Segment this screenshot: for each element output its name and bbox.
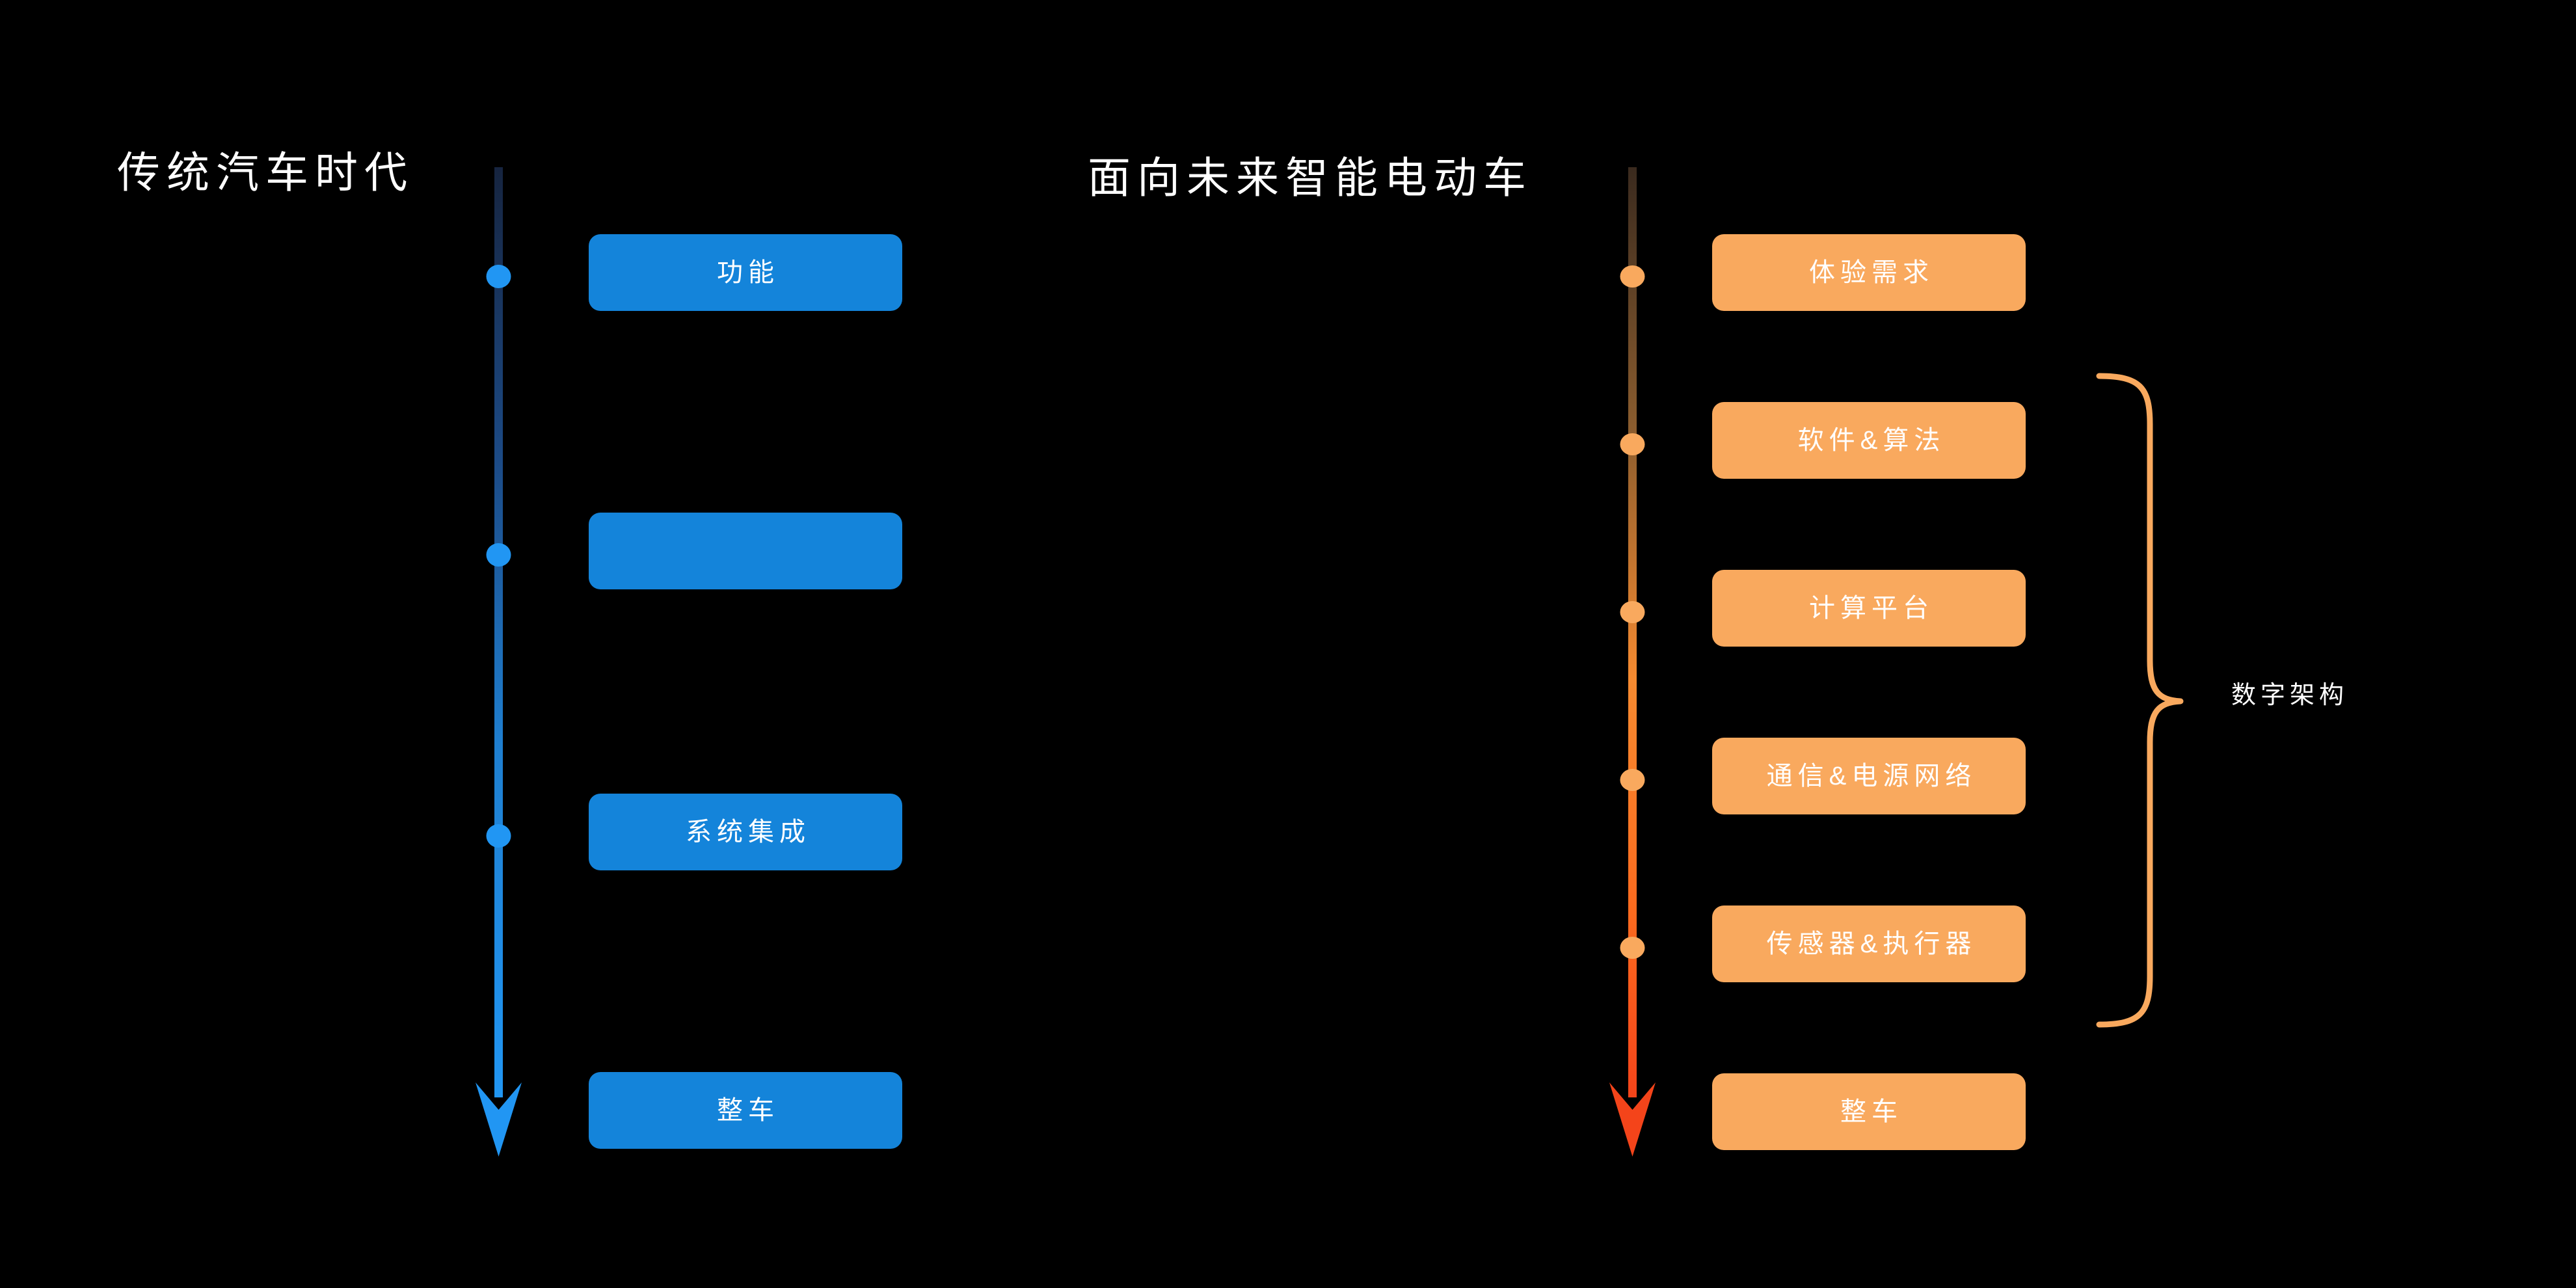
bracket-group-label: 数字架构: [2231, 682, 2349, 709]
node-label: 传感器&执行器: [1766, 930, 1977, 958]
right-timeline-axis: [1609, 167, 1656, 1157]
right-column-title: 面向未来智能电动车: [1088, 154, 1533, 202]
node-label: 功能: [717, 258, 779, 287]
right-axis-dot: [1620, 265, 1645, 288]
node-box-left-4[interactable]: 整车: [589, 1072, 902, 1149]
left-axis-dot: [486, 265, 511, 288]
node-box-right-3[interactable]: 计算平台: [1712, 570, 2026, 647]
node-label: 整车: [1840, 1097, 1903, 1126]
node-box-right-1[interactable]: 体验需求: [1712, 234, 2026, 311]
left-axis-dot: [486, 824, 511, 848]
group-bracket: [2096, 373, 2184, 1028]
node-label: 软件&算法: [1797, 426, 1946, 455]
node-box-right-5[interactable]: 传感器&执行器: [1712, 906, 2026, 982]
node-box-right-2[interactable]: 软件&算法: [1712, 402, 2026, 479]
right-axis-dot: [1620, 769, 1645, 791]
node-label: 通信&电源网络: [1766, 762, 1977, 790]
node-label: 计算平台: [1809, 594, 1934, 623]
left-axis-dot: [486, 543, 511, 567]
node-box-left-3[interactable]: 系统集成: [589, 794, 902, 870]
node-box-left-1[interactable]: 功能: [589, 234, 902, 311]
left-column-title: 传统汽车时代: [117, 148, 414, 196]
node-label: 系统集成: [686, 818, 811, 846]
left-timeline-axis: [476, 167, 522, 1157]
node-box-right-4[interactable]: 通信&电源网络: [1712, 738, 2026, 814]
node-label: 体验需求: [1809, 258, 1934, 287]
right-axis-dot: [1620, 433, 1645, 455]
right-axis-dot: [1620, 601, 1645, 623]
node-label: 整车: [717, 1096, 779, 1125]
node-box-left-2[interactable]: [589, 513, 902, 589]
right-axis-dot: [1620, 937, 1645, 959]
node-box-right-6[interactable]: 整车: [1712, 1073, 2026, 1150]
